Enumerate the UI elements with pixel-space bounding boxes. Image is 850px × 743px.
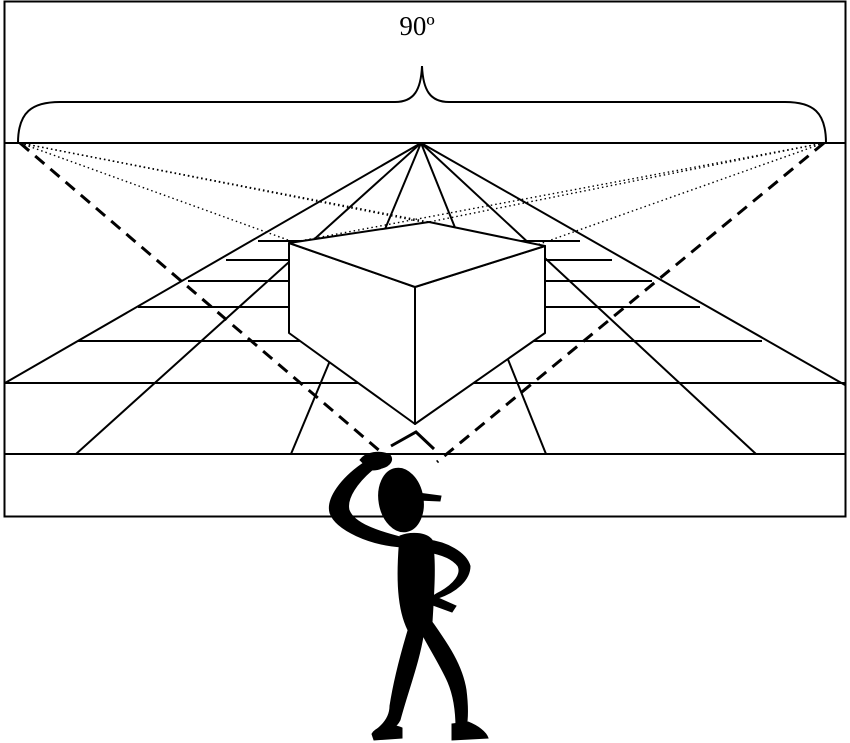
viewer-hip-arm [427,539,471,613]
construction-line [19,142,546,334]
grid-radial [75,142,422,455]
construction-line [288,142,825,244]
viewer-right-leg [417,621,468,729]
viewer-left-leg [375,623,425,737]
grid-radial [4,142,422,384]
viewer-hand [359,451,393,469]
right-angle-marker [390,430,436,451]
sight-line-right [436,141,825,464]
grid-radial [420,142,757,455]
angle-label: 90º [399,11,434,41]
field-of-view-brace [17,65,827,144]
viewer-nose [417,492,442,502]
grid-radial [420,142,846,386]
dashed-sight-lines [19,141,825,464]
cube-top-face [288,221,546,288]
viewer-figure [328,451,489,741]
sight-line-left [19,141,389,460]
viewer-right-foot [451,721,489,741]
viewer-left-foot [371,725,403,741]
picture-frame [3,0,847,518]
cube-in-perspective [288,221,546,425]
